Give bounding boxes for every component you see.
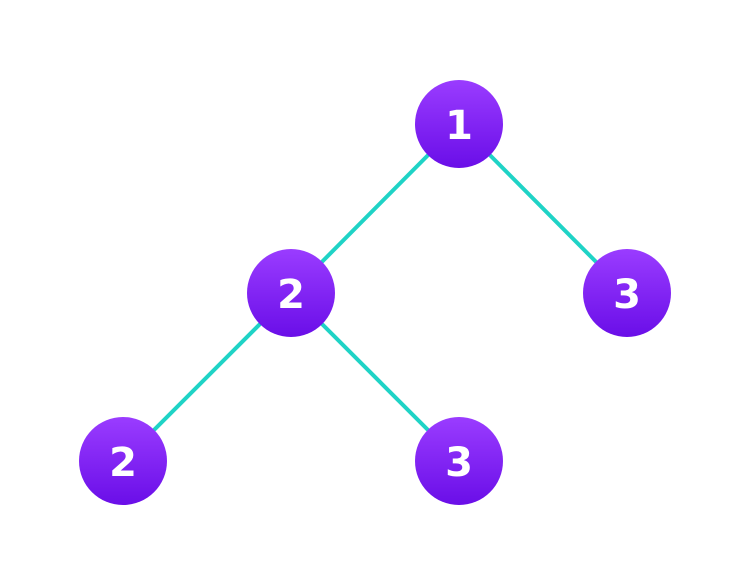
tree-node-right: 3: [583, 249, 671, 337]
node-label: 2: [277, 272, 305, 318]
edges-layer: [121, 122, 629, 463]
node-circle: [415, 80, 503, 168]
tree-node-left-right: 3: [415, 417, 503, 505]
node-label: 3: [613, 272, 641, 318]
tree-node-left: 2: [247, 249, 335, 337]
node-circle: [79, 417, 167, 505]
node-circle: [415, 417, 503, 505]
node-label: 3: [445, 440, 473, 486]
tree-node-root: 1: [415, 80, 503, 168]
node-circle: [583, 249, 671, 337]
node-label: 2: [109, 440, 137, 486]
nodes-layer: 1 2 3 2 3: [79, 80, 671, 505]
tree-node-left-left: 2: [79, 417, 167, 505]
node-circle: [247, 249, 335, 337]
node-label: 1: [445, 103, 473, 149]
